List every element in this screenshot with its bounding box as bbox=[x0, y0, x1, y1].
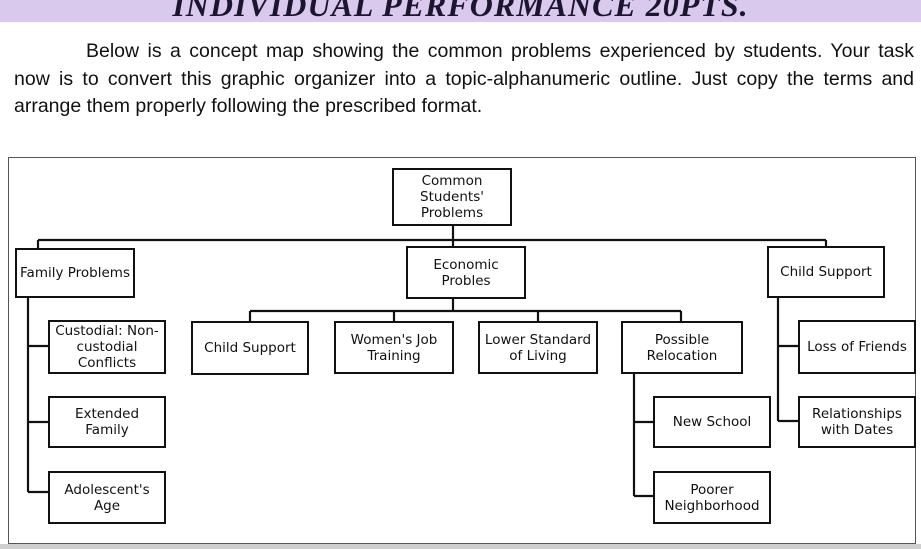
adolescents-age-node: Adolescent's Age bbox=[48, 471, 166, 524]
child-support-node: Child Support bbox=[191, 321, 309, 375]
title-banner: INDIVIDUAL PERFORMANCE 20PTS. bbox=[0, 0, 921, 22]
possible-relocation-node: Possible Relocation bbox=[621, 321, 743, 374]
economic-problems-node: Economic Probles bbox=[406, 246, 526, 299]
child-support-branch-node: Child Support bbox=[767, 246, 885, 298]
loss-of-friends-node: Loss of Friends bbox=[798, 320, 916, 374]
instructions-paragraph: Below is a concept map showing the commo… bbox=[14, 40, 914, 117]
family-problems-node: Family Problems bbox=[15, 248, 135, 298]
banner-title: INDIVIDUAL PERFORMANCE 20PTS. bbox=[172, 0, 749, 22]
poorer-neighborhood-node: Poorer Neighborhood bbox=[653, 471, 771, 524]
root-node: Common Students' Problems bbox=[392, 168, 512, 226]
womens-job-training-node: Women's Job Training bbox=[334, 321, 454, 374]
custodial-conflicts-node: Custodial: Non-custodial Conflicts bbox=[48, 320, 166, 374]
page-bottom-edge bbox=[0, 544, 921, 549]
extended-family-node: Extended Family bbox=[48, 396, 166, 448]
new-school-node: New School bbox=[653, 396, 771, 448]
relationships-with-dates-node: Relationships with Dates bbox=[798, 396, 916, 448]
lower-standard-node: Lower Standard of Living bbox=[478, 321, 598, 374]
